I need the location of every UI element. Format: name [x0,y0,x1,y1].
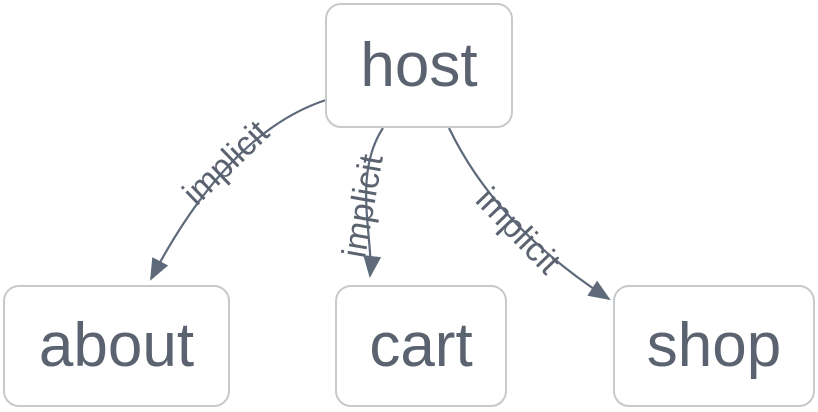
node-host-label: host [360,30,478,100]
node-about: about [3,285,230,407]
edge-label-host-cart: implicit [335,151,391,260]
node-cart-label: cart [369,311,473,380]
node-cart: cart [335,285,507,407]
edge-label-host-shop: implicit [468,180,568,282]
edge-host-cart [363,127,384,278]
edge-label-host-about: implicit [175,113,277,213]
node-about-label: about [38,311,195,380]
node-shop-label: shop [646,311,782,380]
edge-host-about [150,98,327,281]
node-host: host [325,3,513,128]
edge-host-shop [448,127,611,301]
node-shop: shop [613,285,815,407]
